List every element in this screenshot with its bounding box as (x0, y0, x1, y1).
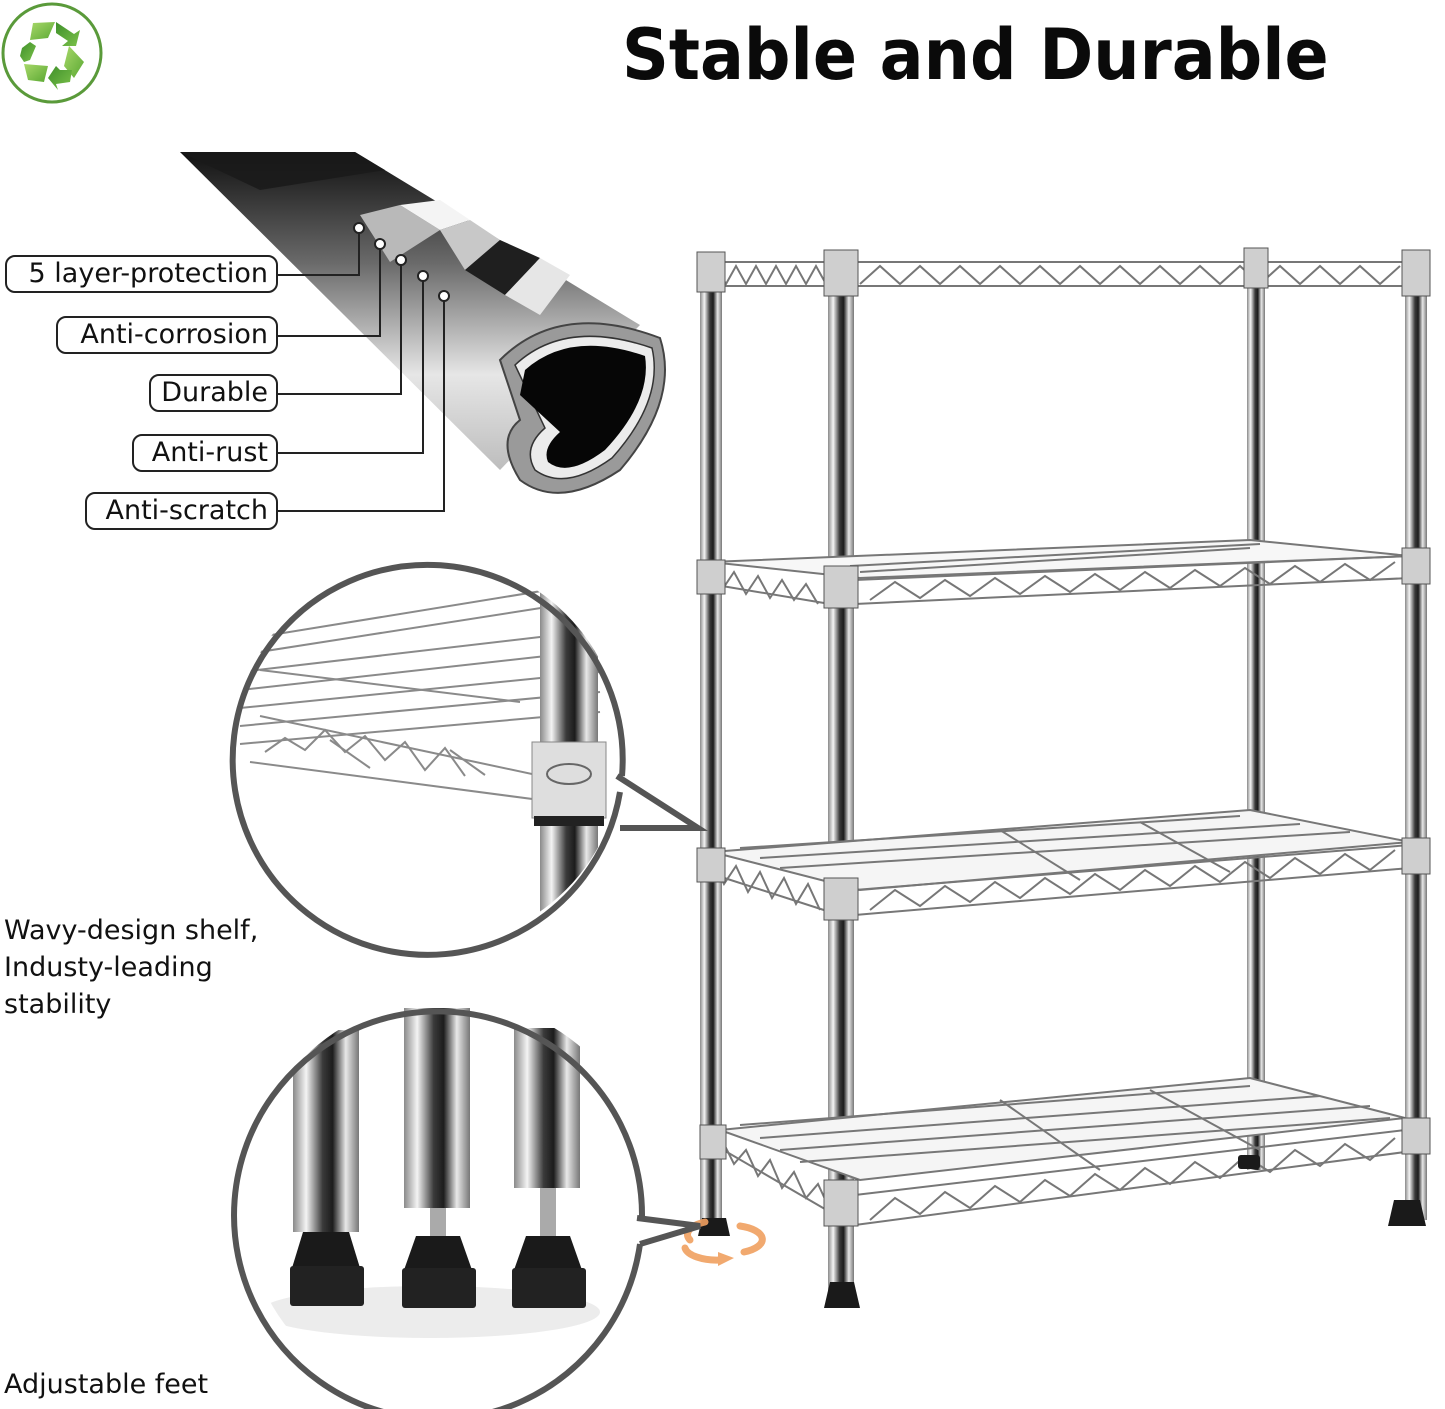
shelf-feature-caption: Wavy-design shelf, Industy-leading stabi… (4, 912, 258, 1023)
callout-durable: Durable (149, 374, 278, 412)
feet-detail-magnifier (231, 998, 701, 1409)
shelf-caption-line-3: stability (4, 989, 112, 1020)
wire-shelf-unit (681, 247, 1431, 1308)
callout-anti-corrosion: Anti-corrosion (56, 316, 278, 354)
shelf-caption-line-1: Wavy-design shelf, (4, 915, 259, 946)
tube-illustration (180, 152, 666, 512)
feet-feature-caption: Adjustable feet (4, 1369, 209, 1400)
callout-anti-rust: Anti-rust (132, 434, 278, 472)
shelf-caption-line-2: Industy-leading (4, 952, 213, 983)
shelf-detail-magnifier (229, 557, 709, 958)
callout-5-layer-protection: 5 layer-protection (5, 255, 278, 293)
page-title: Stable and Durable (622, 14, 1329, 96)
recycle-icon (1, 2, 103, 104)
callout-anti-scratch: Anti-scratch (85, 492, 278, 530)
